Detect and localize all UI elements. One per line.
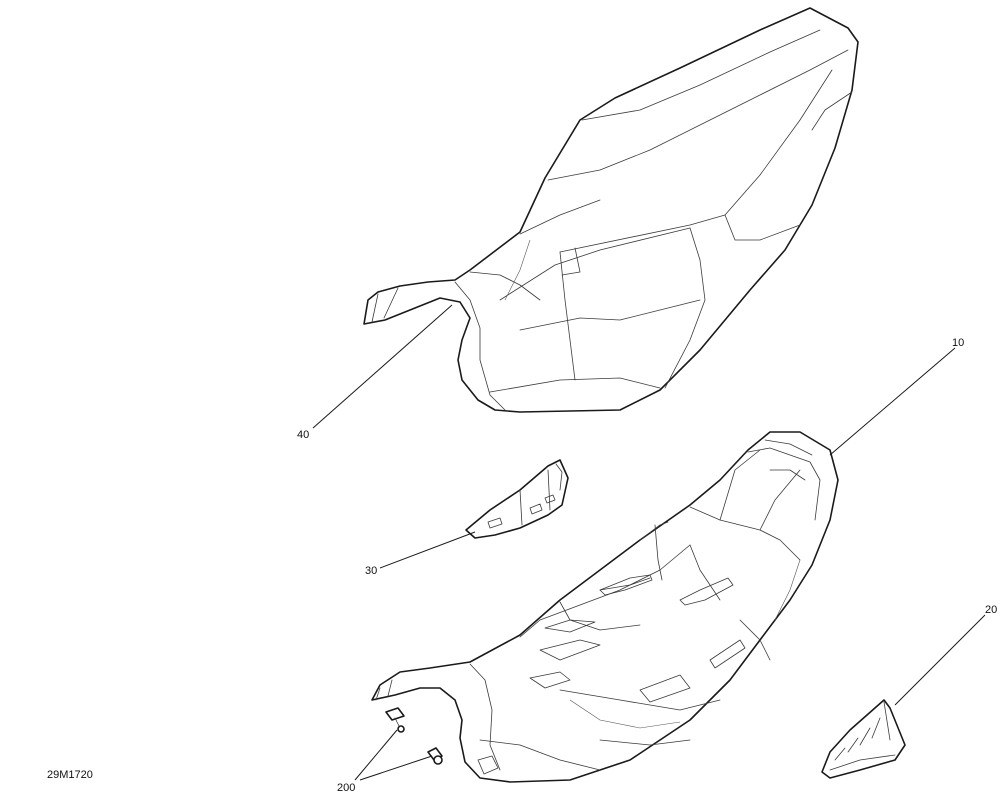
callout-20: 20 [985,604,997,616]
callout-40: 40 [297,429,309,441]
leader-40 [312,304,453,429]
part-fastener-upper[interactable] [385,707,405,733]
part-trim-piece[interactable] [821,699,906,779]
part-seat-base[interactable] [371,431,839,783]
part-bracket[interactable] [465,459,569,539]
part-seat-cover[interactable] [363,7,859,413]
figure-code: 29M1720 [47,769,93,781]
callout-30: 30 [365,565,377,577]
leader-20 [894,614,986,706]
part-fastener-lower[interactable] [427,747,443,765]
leader-200b [359,755,433,781]
leader-30 [379,531,476,569]
callout-10: 10 [952,337,964,349]
leader-lines [312,304,986,781]
leader-10 [829,347,956,456]
callout-200: 200 [337,782,355,794]
leader-200a [354,729,398,781]
